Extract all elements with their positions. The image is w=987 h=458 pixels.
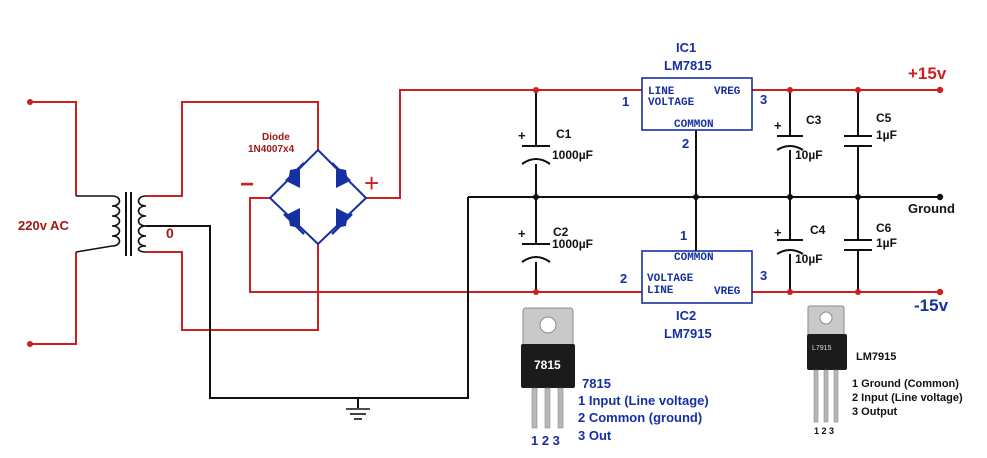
c2-plus: + [518,226,526,241]
black-wires [146,90,940,408]
pkg-7815-pin-numbers: 1 2 3 [531,433,560,448]
ic2-pin1: 1 [680,228,687,243]
ic2-pin3: 3 [760,268,767,283]
c3-plus: + [774,118,782,133]
transformer-symbol [75,192,147,256]
pkg-7815-title: 7815 [582,376,611,391]
diode-icon [285,162,305,188]
ic1-pin2: 2 [682,136,689,151]
to220-7915-icon [807,305,847,423]
c6-name: C6 [876,221,892,235]
ic2-part: LM7915 [664,326,712,341]
ic1-pin-line: LINE [648,86,675,98]
c3-name: C3 [806,113,822,127]
pkg-7815-pin1-desc: 1 Input (Line voltage) [578,393,709,408]
pkg-7915-pin-numbers: 1 2 3 [814,426,834,436]
ic1-part: LM7815 [664,58,712,73]
pkg-7815-pin2-desc: 2 Common (ground) [578,410,702,425]
ic1-pin1: 1 [622,94,629,109]
c4-value: 10µF [795,252,823,266]
pkg-7915-pin1-desc: 1 Ground (Common) [852,378,959,390]
c6-value: 1µF [876,236,897,250]
c1-name: C1 [556,127,572,141]
c4-plus: + [774,225,782,240]
bridge-rectifier [268,148,368,246]
pkg-7915-title: LM7915 [856,351,896,363]
c3-value: 10µF [795,148,823,162]
earth-ground-icon [346,408,370,420]
ic2-pin-common: COMMON [674,252,714,264]
c1-plus: + [518,128,526,143]
bridge-part-label: 1N4007x4 [248,144,295,155]
ic1-name: IC1 [676,40,696,55]
pkg-7915-pin3-desc: 3 Output [852,406,898,418]
pkg-7815-marking: 7815 [534,358,561,372]
c2-value: 1000µF [552,237,593,251]
positive-output-label: +15v [908,64,947,83]
c4-name: C4 [810,223,826,237]
to220-7815-icon [521,307,575,429]
diode-icon [331,162,351,188]
ic1-pin-common: COMMON [674,119,714,131]
c2-name: C2 [553,225,569,239]
ic1-pin-voltage: VOLTAGE [648,97,695,109]
ic1-pin-vreg: VREG [714,86,741,98]
ic1-pin3: 3 [760,92,767,107]
center-tap-label: 0 [166,225,174,241]
diode-icon [283,208,305,235]
ic2-pin2: 2 [620,271,627,286]
diode-icon [331,208,353,235]
bridge-positive-sign: + [364,168,379,198]
bridge-negative-sign: − [240,171,254,198]
negative-output-label: -15v [914,296,949,315]
c5-value: 1µF [876,128,897,142]
c5-name: C5 [876,111,892,125]
pkg-7915-pin2-desc: 2 Input (Line voltage) [852,392,963,404]
ic2-name: IC2 [676,308,696,323]
pkg-7815-pin3-desc: 3 Out [578,428,612,443]
ic2-pin-voltage: VOLTAGE [647,273,694,285]
bridge-name-label: Diode [262,132,290,143]
pkg-7915-marking: L7915 [812,345,832,352]
c1-value: 1000µF [552,148,593,162]
ground-output-label: Ground [908,201,955,216]
terminals [27,86,944,347]
ic2-pin-line: LINE [647,285,674,297]
capacitor-symbols [521,135,872,263]
ic2-regulator [641,250,753,304]
red-wires [30,89,940,345]
ic2-pin-vreg: VREG [714,286,741,298]
input-voltage-label: 220v AC [18,218,69,233]
ic1-regulator [641,77,753,131]
